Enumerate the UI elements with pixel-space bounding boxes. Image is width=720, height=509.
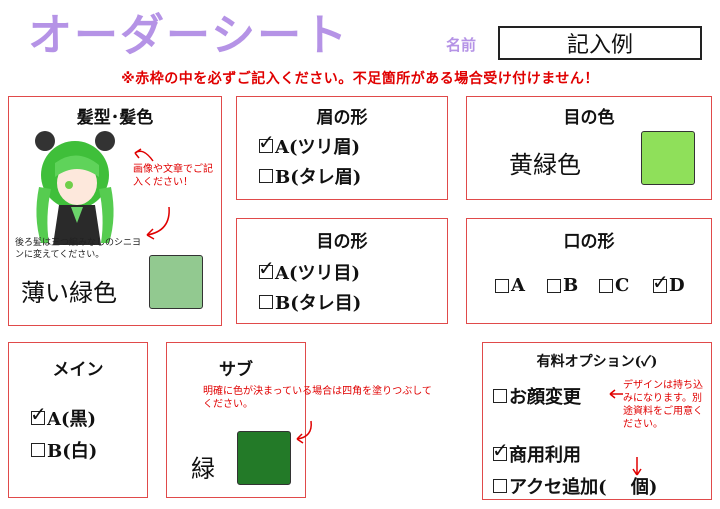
checkbox[interactable]: ✓ <box>30 402 47 426</box>
checkbox[interactable] <box>599 278 613 293</box>
arrow-icon <box>134 148 154 162</box>
eye-shape-option-a[interactable]: ✓ A(ツリ目) <box>258 256 360 284</box>
sub-color-swatch <box>237 431 291 485</box>
eye-shape-option-b[interactable]: B(タレ目) <box>259 289 361 315</box>
checkbox[interactable] <box>547 278 561 293</box>
sub-title: サブ <box>219 360 253 380</box>
check-icon: ✓ <box>258 256 275 280</box>
paid-options-panel: 有料オプション(✓) お顔変更 ✓ 商用利用 アクセ追加( 個) デザインは持ち… <box>482 342 712 500</box>
checkbox[interactable]: ✓ <box>492 438 509 462</box>
checkbox[interactable] <box>259 169 273 183</box>
name-field[interactable]: 記入例 <box>498 26 702 60</box>
checkbox[interactable] <box>493 479 507 493</box>
eye-color-swatch <box>641 131 695 185</box>
eye-color-panel: 目の色 黄緑色 <box>466 96 712 200</box>
mouth-title: 口の形 <box>563 232 615 252</box>
sub-note: 明確に色が決まっている場合は四角を塗りつぶしてください。 <box>203 386 432 410</box>
arrow-icon <box>632 457 642 476</box>
paid-option-commercial[interactable]: ✓ 商用利用 <box>492 438 581 466</box>
eye-color-title: 目の色 <box>563 108 615 128</box>
check-icon: ✓ <box>652 269 669 294</box>
hair-color-text: 薄い緑色 <box>21 279 117 307</box>
checkbox[interactable] <box>259 295 273 309</box>
brow-panel: 眉の形 ✓ A(ツリ眉) B(タレ眉) <box>236 96 448 200</box>
paid-title: 有料オプション(✓) <box>536 354 658 370</box>
hair-panel: 髪型･髪色 画像や文章でご記入ください！ 後ろ髪は三つ編みなしのシニヨンに変えて… <box>8 96 222 326</box>
arrow-icon <box>609 389 623 399</box>
mouth-option-c[interactable]: C <box>599 275 629 296</box>
hair-title: 髪型･髪色 <box>76 108 154 128</box>
sub-color-panel: サブ 明確に色が決まっている場合は四角を塗りつぶしてください。 緑 <box>166 342 432 498</box>
notice-text: ※赤枠の中を必ずご記入ください。不足箇所がある場合受け付けません！ <box>121 71 599 87</box>
checkbox[interactable] <box>493 389 507 403</box>
hair-braid-note: 後ろ髪は三つ編みなしのシニヨンに変えてください。 <box>15 238 142 260</box>
brow-option-b[interactable]: B(タレ眉) <box>259 163 361 189</box>
brow-option-a[interactable]: ✓ A(ツリ眉) <box>258 130 360 158</box>
hair-image-note: 画像や文章でご記入ください！ <box>133 164 213 188</box>
eye-shape-panel: 目の形 ✓ A(ツリ目) B(タレ目) <box>236 218 448 324</box>
brow-title: 眉の形 <box>316 108 368 128</box>
mouth-panel: 口の形 A B C ✓ D <box>466 218 712 324</box>
paid-option-accessory[interactable]: アクセ追加( 個) <box>493 473 657 499</box>
checkbox[interactable]: ✓ <box>258 130 275 154</box>
arrow-icon <box>296 420 312 444</box>
checkbox[interactable]: ✓ <box>258 256 275 280</box>
character-illustration <box>35 131 115 245</box>
mouth-option-b[interactable]: B <box>547 275 578 296</box>
checkbox[interactable] <box>31 443 45 457</box>
paid-option-face[interactable]: お顔変更 <box>493 383 581 409</box>
paid-note: デザインは持ち込みになります。別途資料をご用意ください。 <box>623 380 703 430</box>
main-title: メイン <box>52 360 104 380</box>
check-icon: ✓ <box>30 402 47 426</box>
main-option-b[interactable]: B(白) <box>31 437 97 463</box>
main-option-a[interactable]: ✓ A(黒) <box>30 402 96 430</box>
main-color-panel: メイン ✓ A(黒) B(白) <box>8 342 148 498</box>
eye-color-text: 黄緑色 <box>509 151 581 179</box>
eye-shape-title: 目の形 <box>316 232 368 252</box>
mouth-option-d[interactable]: ✓ D <box>652 269 685 297</box>
name-label: 名前 <box>446 36 477 54</box>
sub-color-text: 緑 <box>191 455 215 483</box>
mouth-option-a[interactable]: A <box>495 275 525 296</box>
checkbox[interactable] <box>495 278 509 293</box>
hair-color-swatch <box>149 255 203 309</box>
checkbox[interactable]: ✓ <box>652 270 669 294</box>
page-title: オーダーシート <box>28 10 350 61</box>
arrow-icon <box>146 206 170 240</box>
check-icon: ✓ <box>258 130 275 154</box>
check-icon: ✓ <box>492 438 509 462</box>
